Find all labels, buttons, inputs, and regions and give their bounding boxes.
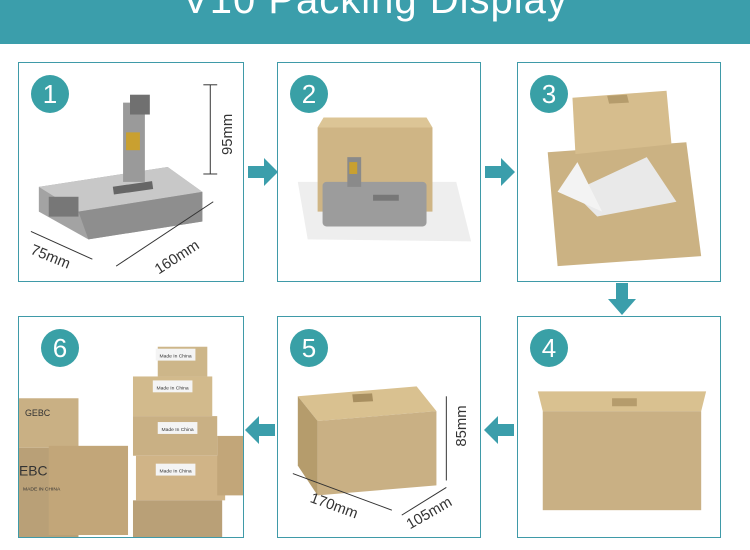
battery-height-label: 95mm bbox=[220, 114, 236, 155]
step-badge-4: 4 bbox=[530, 329, 568, 367]
carton-made-in-china-4: Made In China bbox=[160, 469, 192, 475]
battery-illustration: 95mm 75mm 160mm bbox=[28, 84, 236, 278]
carton-made-in-china-caps: MADE IN CHINA bbox=[23, 486, 61, 492]
step-badge-2: 2 bbox=[290, 75, 328, 113]
panel-open-box: 3 bbox=[517, 62, 721, 282]
box-width-label: 105mm bbox=[404, 494, 455, 533]
panel-box-dimensions: 85mm 170mm 105mm 5 bbox=[277, 316, 481, 538]
carton-brand-ebc: EBC bbox=[19, 463, 47, 479]
cartons-illustration: Made In China Made In China Made In Chin… bbox=[19, 346, 243, 537]
carton-made-in-china-1: Made In China bbox=[160, 354, 192, 360]
step-badge-5: 5 bbox=[290, 329, 328, 367]
carton-made-in-china-3: Made In China bbox=[162, 427, 194, 433]
panel-stacked-cartons: Made In China Made In China Made In Chin… bbox=[18, 316, 244, 538]
open-box-illustration bbox=[547, 90, 702, 267]
page-title: V10 Packing Display bbox=[182, 0, 568, 22]
arrow-down-icon bbox=[608, 283, 636, 315]
step-badge-6: 6 bbox=[41, 329, 79, 367]
arrow-right-icon bbox=[248, 158, 278, 186]
step-badge-3: 3 bbox=[530, 75, 568, 113]
battery-length-label: 160mm bbox=[152, 238, 202, 278]
carton-brand-gebc: GEBC bbox=[25, 408, 51, 418]
panel-battery-on-box: 2 bbox=[277, 62, 481, 282]
carton-made-in-china-2: Made In China bbox=[157, 385, 189, 391]
panel-battery: 95mm 75mm 160mm 1 bbox=[18, 62, 244, 282]
box-dimensions-illustration: 85mm 170mm 105mm bbox=[292, 386, 470, 533]
arrow-left-icon bbox=[484, 416, 514, 444]
step-badge-1: 1 bbox=[31, 75, 69, 113]
box-height-label: 85mm bbox=[454, 405, 470, 446]
closed-box-illustration bbox=[537, 391, 707, 511]
header-banner: V10 Packing Display bbox=[0, 0, 750, 44]
panel-closed-box: 4 bbox=[517, 316, 721, 538]
arrow-right-icon bbox=[485, 158, 515, 186]
battery-box-illustration bbox=[297, 117, 472, 242]
arrow-left-icon bbox=[245, 416, 275, 444]
